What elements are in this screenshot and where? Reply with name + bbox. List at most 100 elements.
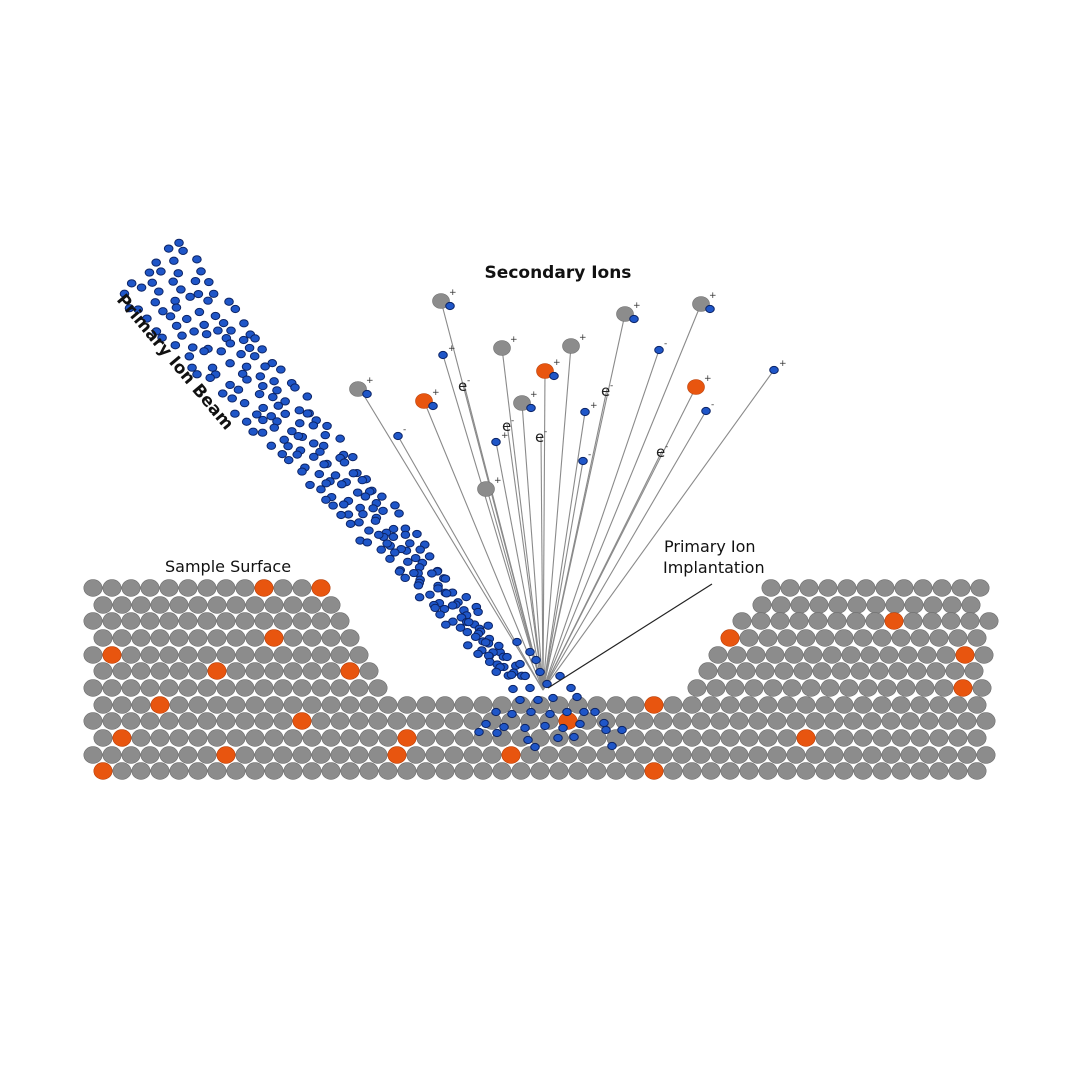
lattice-atom [974, 646, 994, 664]
lattice-atom [786, 712, 806, 730]
lattice-atom [292, 679, 312, 697]
lattice-atom [321, 596, 341, 614]
primary-ion [227, 394, 237, 403]
implanted-ion [553, 733, 563, 743]
lattice-atom [976, 746, 996, 764]
implanted-ion [508, 684, 518, 694]
lattice-atom [558, 746, 578, 764]
lattice-atom [919, 746, 939, 764]
lattice-atom [245, 596, 265, 614]
implanted-ion [520, 723, 530, 733]
lattice-atom [881, 712, 901, 730]
primary-ion [290, 383, 300, 392]
primary-ion [368, 504, 378, 513]
dopant-atom [311, 579, 331, 597]
primary-ion [224, 297, 234, 306]
primary-ion [185, 292, 195, 301]
lattice-atom [83, 646, 103, 664]
primary-ion [370, 516, 381, 525]
lattice-atom [970, 579, 990, 597]
primary-ion [463, 617, 474, 627]
primary-ion [321, 495, 331, 504]
implanted-ion [499, 722, 509, 732]
primary-ion [280, 397, 290, 406]
lattice-atom [900, 712, 920, 730]
primary-ion [205, 373, 215, 382]
lattice-atom [739, 629, 759, 647]
lattice-atom [435, 762, 455, 780]
primary-ion [151, 327, 162, 336]
electron-charge: - [467, 376, 470, 386]
primary-ion [315, 447, 325, 456]
lattice-atom [235, 579, 255, 597]
lattice-atom [907, 662, 927, 680]
lattice-atom [967, 629, 987, 647]
lattice-atom [720, 762, 740, 780]
sample-lattice [83, 579, 999, 780]
lattice-atom [121, 712, 141, 730]
primary-ion [293, 431, 304, 441]
lattice-atom [967, 696, 987, 714]
primary-ion [308, 452, 319, 461]
lattice-atom [340, 629, 360, 647]
dopant-atom [955, 646, 975, 664]
lattice-atom [140, 612, 160, 630]
lattice-atom [941, 612, 961, 630]
primary-ion [277, 450, 288, 459]
primary-ion [255, 372, 266, 381]
primary-ion [292, 450, 303, 459]
ion-charge-sign: - [664, 339, 667, 349]
lattice-atom [972, 679, 992, 697]
lattice-atom [207, 629, 227, 647]
lattice-atom [349, 679, 369, 697]
lattice-atom [321, 696, 341, 714]
ion-charge-sign: + [633, 301, 641, 311]
lattice-atom [302, 629, 322, 647]
ion-charge-sign: + [494, 476, 502, 486]
lattice-atom [425, 746, 445, 764]
lattice-atom [454, 696, 474, 714]
lattice-atom [349, 712, 369, 730]
lattice-atom [368, 712, 388, 730]
ion-charge-sign: + [590, 401, 598, 411]
primary-ion [473, 607, 483, 617]
primary-ion [308, 439, 319, 448]
primary-ion-beam-label: Primary Ion Beam [112, 290, 237, 434]
lattice-atom [83, 612, 103, 630]
lattice-atom [866, 596, 886, 614]
lattice-atom [235, 679, 255, 697]
lattice-atom [131, 696, 151, 714]
implanted-ion [590, 707, 600, 717]
lattice-atom [245, 729, 265, 747]
primary-ion [385, 554, 395, 563]
lattice-atom [178, 746, 198, 764]
lattice-atom [169, 729, 189, 747]
lattice-atom [140, 646, 160, 664]
lattice-atom [321, 762, 341, 780]
lattice-atom [777, 762, 797, 780]
lattice-atom [321, 662, 341, 680]
primary-ion [144, 268, 155, 277]
implanted-ion [523, 735, 533, 745]
primary-ion [233, 385, 244, 394]
primary-ion [187, 343, 198, 352]
lattice-atom [687, 679, 707, 697]
lattice-atom [879, 646, 899, 664]
ejected-ion [580, 407, 590, 417]
lattice-atom [858, 679, 878, 697]
primary-ion [171, 303, 182, 312]
implanted-ion [572, 692, 582, 702]
trajectory-line [542, 345, 572, 691]
primary-ion [302, 409, 313, 418]
implanted-ion [607, 741, 617, 751]
lattice-atom [178, 579, 198, 597]
primary-ion [170, 341, 181, 350]
lattice-atom [577, 746, 597, 764]
primary-ion [193, 289, 204, 299]
lattice-atom [758, 762, 778, 780]
lattice-atom [748, 712, 768, 730]
primary-ion [302, 392, 313, 401]
primary-ion [390, 548, 400, 557]
lattice-atom [283, 696, 303, 714]
lattice-atom [872, 629, 892, 647]
